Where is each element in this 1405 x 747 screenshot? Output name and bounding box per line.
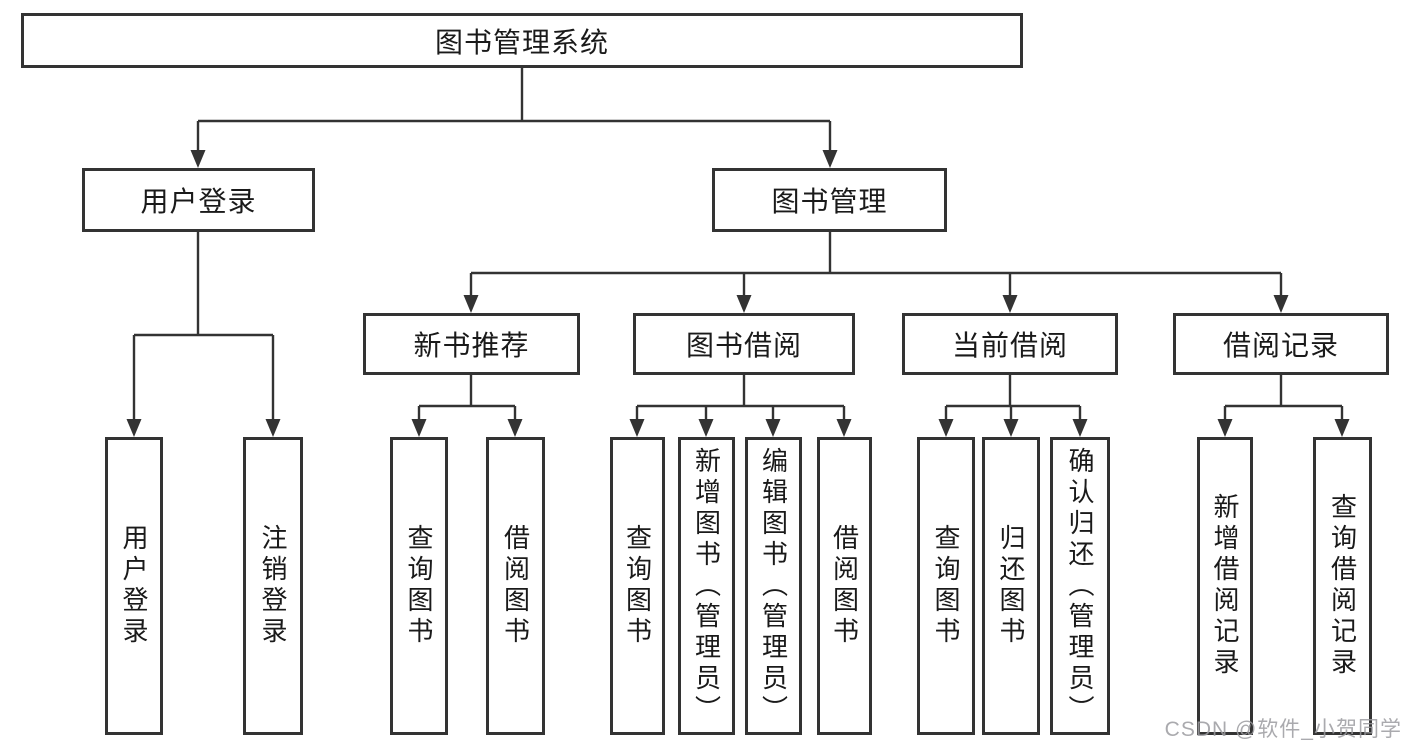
leaf-borrow-books-label: 借阅图书 — [829, 524, 860, 648]
leaf-confirm-return-admin-label: 确认归还（管理员） — [1065, 446, 1095, 726]
node-new-book-recommend-label: 新书推荐 — [413, 330, 530, 361]
node-book-borrow: 图书借阅 — [633, 313, 855, 375]
leaf-return-books: 归还图书 — [982, 437, 1040, 735]
leaf-return-books-label: 归还图书 — [996, 524, 1026, 648]
leaf-rec-query-books: 查询图书 — [390, 437, 448, 735]
leaf-confirm-return-admin: 确认归还（管理员） — [1050, 437, 1110, 735]
leaf-rec-borrow-books-label: 借阅图书 — [500, 524, 531, 648]
leaf-current-query-books: 查询图书 — [917, 437, 975, 735]
leaf-add-borrow-record: 新增借阅记录 — [1197, 437, 1253, 735]
leaf-rec-query-books-label: 查询图书 — [404, 524, 434, 648]
node-current-borrow: 当前借阅 — [902, 313, 1118, 375]
node-book-borrow-label: 图书借阅 — [685, 330, 802, 361]
leaf-logout-label: 注销登录 — [258, 524, 288, 648]
node-root: 图书管理系统 — [21, 13, 1023, 68]
node-borrow-records-label: 借阅记录 — [1222, 330, 1339, 361]
arrowheads — [126, 150, 1350, 437]
leaf-edit-books-admin-label: 编辑图书（管理员） — [758, 446, 789, 726]
leaf-borrow-books: 借阅图书 — [817, 437, 872, 735]
leaf-add-books-admin-label: 新增图书（管理员） — [691, 446, 722, 726]
node-book-management-label: 图书管理 — [771, 186, 888, 217]
leaf-borrow-query-books-label: 查询图书 — [622, 524, 653, 648]
leaf-logout: 注销登录 — [243, 437, 303, 735]
node-new-book-recommend: 新书推荐 — [363, 313, 580, 375]
leaf-add-borrow-record-label: 新增借阅记录 — [1210, 493, 1240, 679]
leaf-user-login: 用户登录 — [105, 437, 163, 735]
node-book-management: 图书管理 — [712, 168, 947, 232]
leaf-borrow-query-books: 查询图书 — [610, 437, 665, 735]
node-current-borrow-label: 当前借阅 — [951, 330, 1068, 361]
leaf-current-query-books-label: 查询图书 — [931, 524, 961, 648]
node-user-login-label: 用户登录 — [140, 186, 257, 217]
leaf-rec-borrow-books: 借阅图书 — [486, 437, 545, 735]
node-borrow-records: 借阅记录 — [1173, 313, 1389, 375]
leaf-user-login-label: 用户登录 — [119, 524, 149, 648]
leaf-query-borrow-record-label: 查询借阅记录 — [1327, 493, 1358, 679]
leaf-add-books-admin: 新增图书（管理员） — [678, 437, 735, 735]
node-user-login: 用户登录 — [82, 168, 315, 232]
leaf-query-borrow-record: 查询借阅记录 — [1313, 437, 1372, 735]
leaf-edit-books-admin: 编辑图书（管理员） — [745, 437, 802, 735]
node-root-label: 图书管理系统 — [434, 26, 609, 58]
